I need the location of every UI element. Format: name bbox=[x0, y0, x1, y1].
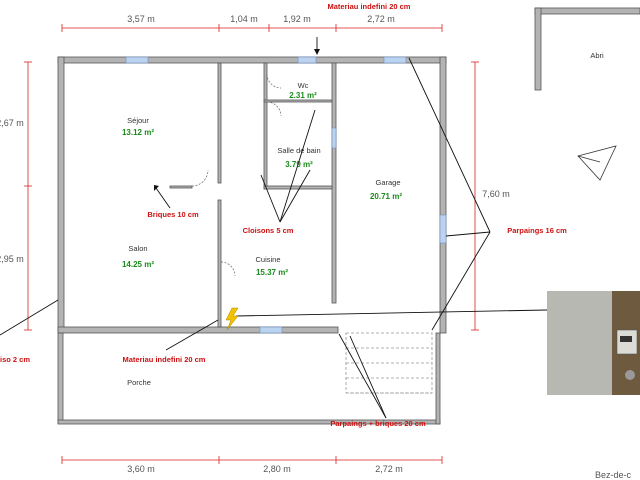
abri-structure bbox=[534, 7, 640, 91]
room-name-abri: Abri bbox=[590, 51, 604, 60]
note-left-cut: iso 2 cm bbox=[0, 355, 30, 364]
dim-bottom-1: 3,60 m bbox=[127, 464, 155, 474]
note-materiau-bottom: Materiau indefini 20 cm bbox=[123, 355, 206, 364]
dim-top-1: 3,57 m bbox=[127, 14, 155, 24]
left-dimension-column: 2,67 m 2,95 m bbox=[0, 61, 32, 331]
footer-label: Bez-de-c bbox=[595, 470, 632, 480]
meter-photo bbox=[547, 291, 640, 395]
room-area-salle-de-bain: 3.79 m² bbox=[285, 160, 313, 169]
top-dimension-row: 3,57 m 1,04 m 1,92 m 2,72 m bbox=[61, 14, 443, 32]
dim-bottom-3: 2,72 m bbox=[375, 464, 403, 474]
bottom-dimension-row: 3,60 m 2,80 m 2,72 m bbox=[61, 456, 443, 474]
note-parpaings16: Parpaings 16 cm bbox=[507, 226, 567, 235]
compass-arrow-icon bbox=[577, 145, 617, 181]
right-dimension-column: 7,60 m bbox=[471, 61, 510, 331]
dim-left-1: 2,67 m bbox=[0, 118, 24, 128]
note-briques: Briques 10 cm bbox=[147, 210, 199, 219]
room-name-salon: Salon bbox=[128, 244, 147, 253]
room-name-cuisine: Cuisine bbox=[255, 255, 280, 264]
dim-right-1: 7,60 m bbox=[482, 189, 510, 199]
room-name-salle-de-bain: Salle de bain bbox=[277, 146, 320, 155]
dim-top-4: 2,72 m bbox=[367, 14, 395, 24]
note-materiau-top: Materiau indefini 20 cm bbox=[328, 2, 411, 11]
room-name-sejour: Séjour bbox=[127, 116, 149, 125]
room-area-sejour: 13.12 m² bbox=[122, 128, 154, 137]
room-area-cuisine: 15.37 m² bbox=[256, 268, 288, 277]
door-swings bbox=[191, 73, 282, 277]
room-area-salon: 14.25 m² bbox=[122, 260, 154, 269]
room-name-garage: Garage bbox=[375, 178, 400, 187]
room-area-wc: 2.31 m² bbox=[289, 91, 317, 100]
dim-top-3: 1,92 m bbox=[283, 14, 311, 24]
annotation-arrows bbox=[0, 37, 548, 419]
room-name-wc: Wc bbox=[298, 81, 309, 90]
dim-top-2: 1,04 m bbox=[230, 14, 258, 24]
annotation-labels: Materiau indefini 20 cm Briques 10 cm Cl… bbox=[0, 2, 567, 428]
note-parpaings-briques: Parpaings + briques 20 cm bbox=[330, 419, 426, 428]
room-labels: Séjour 13.12 m² Salon 14.25 m² Wc 2.31 m… bbox=[122, 51, 604, 387]
lightning-icon bbox=[225, 307, 239, 331]
room-name-porche: Porche bbox=[127, 378, 151, 387]
porch-steps bbox=[345, 332, 433, 394]
room-area-garage: 20.71 m² bbox=[370, 192, 402, 201]
dim-bottom-2: 2,80 m bbox=[263, 464, 291, 474]
windows bbox=[125, 56, 447, 334]
dim-left-2: 2,95 m bbox=[0, 254, 24, 264]
exterior-walls bbox=[57, 56, 447, 425]
interior-walls bbox=[169, 62, 337, 328]
note-cloisons: Cloisons 5 cm bbox=[243, 226, 294, 235]
